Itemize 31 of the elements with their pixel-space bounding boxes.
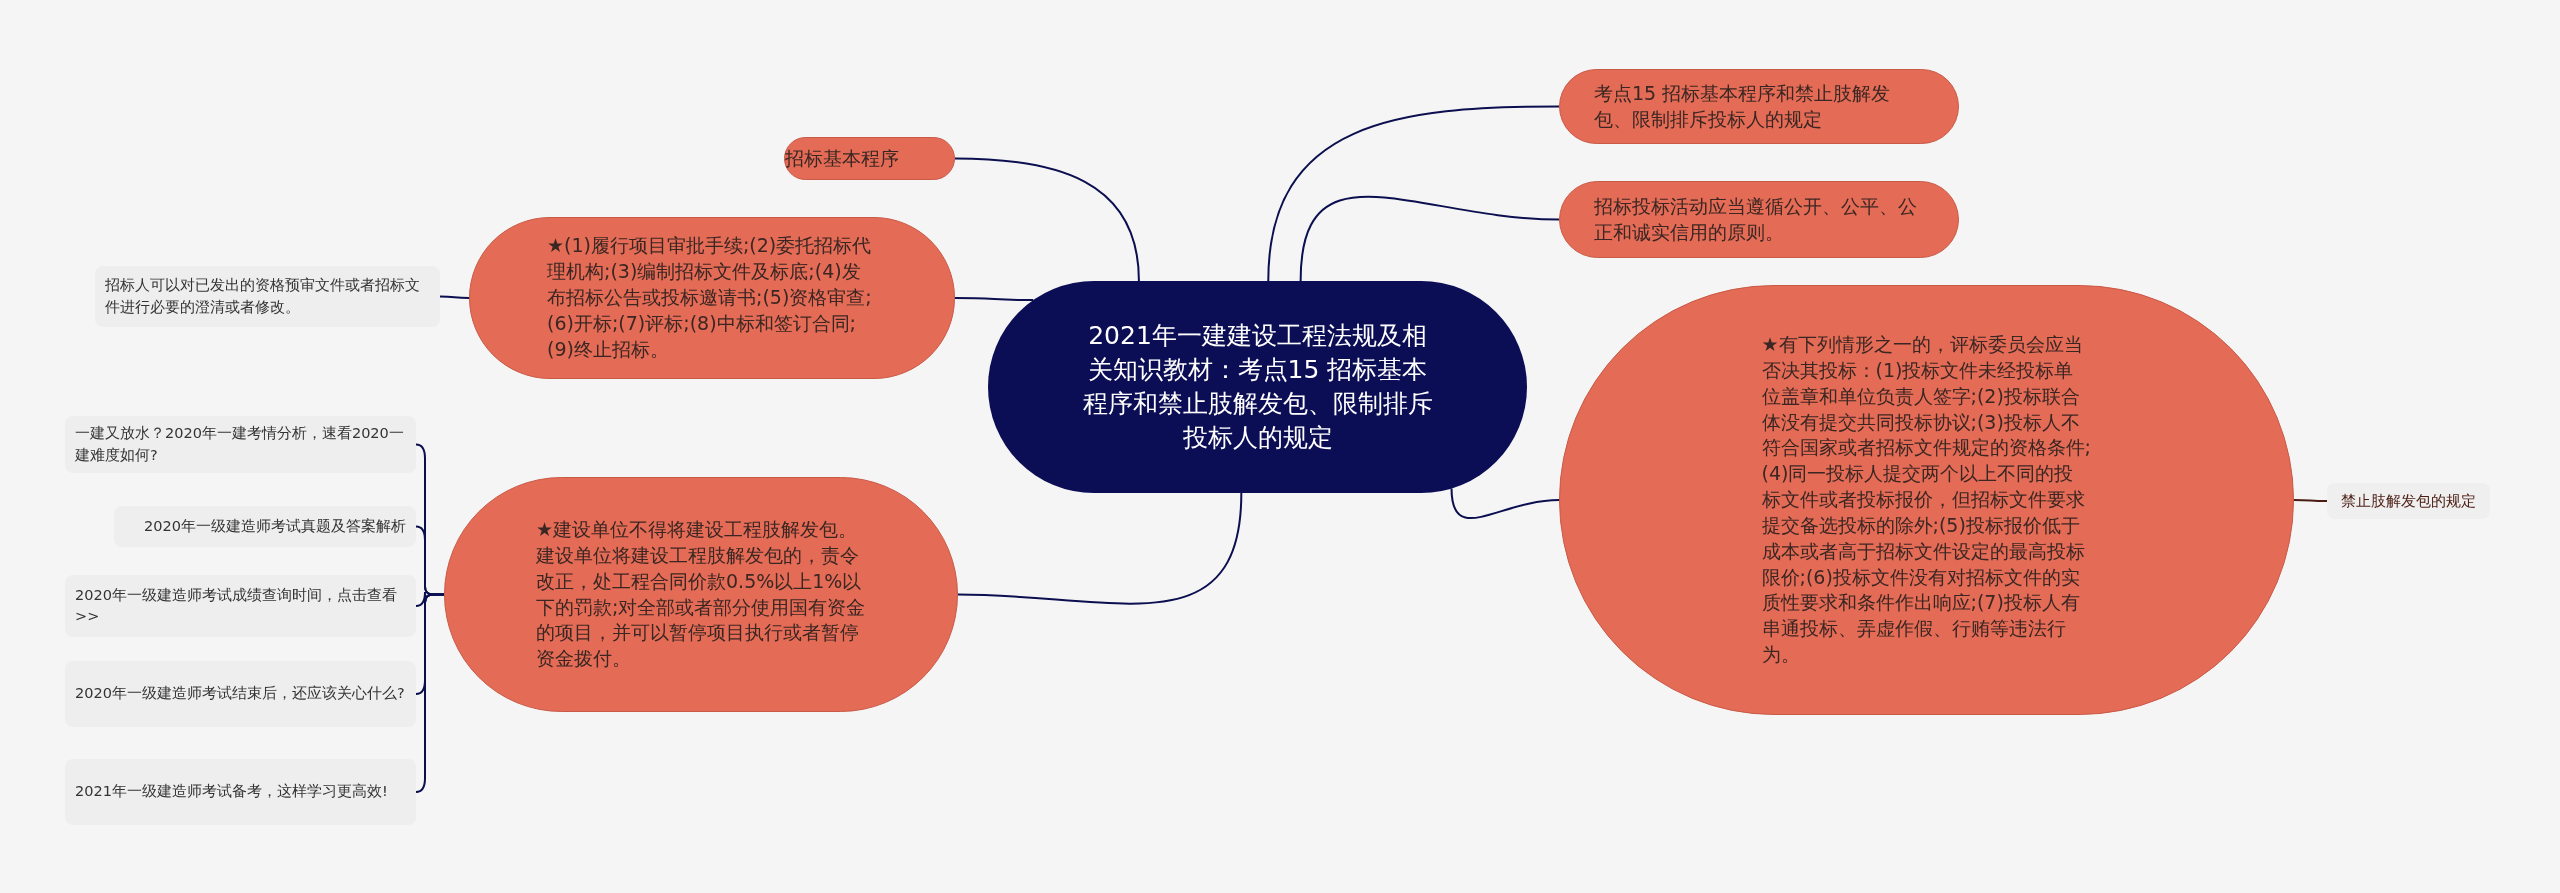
topic-text: ★(1)履行项目审批手续;(2)委托招标代理机构;(3)编制招标文件及标底;(4)发布招标公告或投标邀请书;(5)资格审查;(6)开标;(7)评标;(8)中标和签订合同;(9)终止招标。 (547, 233, 873, 362)
connector-line (1299, 195, 1560, 282)
connector-line (1450, 487, 1560, 519)
topic-text: 考点15 招标基本程序和禁止肢解发包、限制排斥投标人的规定 (1594, 80, 1892, 132)
link-card (65, 759, 416, 825)
connector-line (2293, 499, 2328, 502)
link-card (114, 506, 416, 547)
link-card (65, 661, 416, 727)
central-topic-text: 2021年一建建设工程法规及相关知识教材：考点15 招标基本程序和禁止肢解发包、限制排斥投标人的规定 (1082, 320, 1433, 454)
note-text: 一建又放水？2020年一建考情分析，速看2020一建难度如何? (75, 424, 405, 465)
note-card (2327, 483, 2490, 519)
connector-line (415, 593, 445, 793)
connector-line (957, 492, 1243, 605)
topic-text: 招标投标活动应当遵循公开、公平、公正和诚实信用的原则。 (1594, 193, 1918, 245)
link-card (65, 575, 416, 637)
link-card (65, 416, 416, 473)
note-text: 2021年一级建造师考试备考，这样学习更高效! (75, 782, 389, 802)
note-text: 2020年一级建造师考试结束后，还应该关心什么? (75, 684, 406, 704)
topic-text: ★有下列情形之一的，评标委员会应当否决其投标：(1)投标文件未经投标单位盖章和单位负责人签字;(2)投标联合体没有提交共同投标协议;(3)投标人不符合国家或者招标文件规定的资格条件;(4)同一投标人提交两个以上不同的投标文件或者投标报价，但招标文件要求提交备选投标的除外;(5)投标报价低于成本或者高于招标文件设定的最高投标限价;(6)投标文件没有对招标文件的实质性要求和条件作出响应;(7)投标人有串通投标、弄虚作假、行贿等违法行为。 (1761, 332, 2092, 668)
note-text: 2020年一级建造师考试成绩查询时间，点击查看>> (75, 586, 398, 626)
connector-line (439, 295, 470, 299)
connector-line (954, 297, 1035, 302)
topic-text: ★建设单位不得将建设工程肢解发包。建设单位将建设工程肢解发包的，责令改正，处工程合同价款0.5%以上1%以下的罚款;对全部或者部分使用国有资金的项目，并可以暂停项目执行或者暂停资金拨付。 (536, 517, 866, 672)
note-text: 招标人可以对已发出的资格预审文件或者招标文件进行必要的澄清或者修改。 (105, 276, 421, 317)
connector-line (1267, 105, 1560, 282)
note-card (95, 266, 440, 327)
note-text: 2020年一级建造师考试真题及答案解析 (143, 517, 406, 536)
topic-pill (784, 137, 955, 180)
topic-text: 招标基本程序 (785, 145, 900, 171)
note-text: 禁止肢解发包的规定 (2341, 491, 2476, 511)
connector-line (954, 157, 1140, 282)
